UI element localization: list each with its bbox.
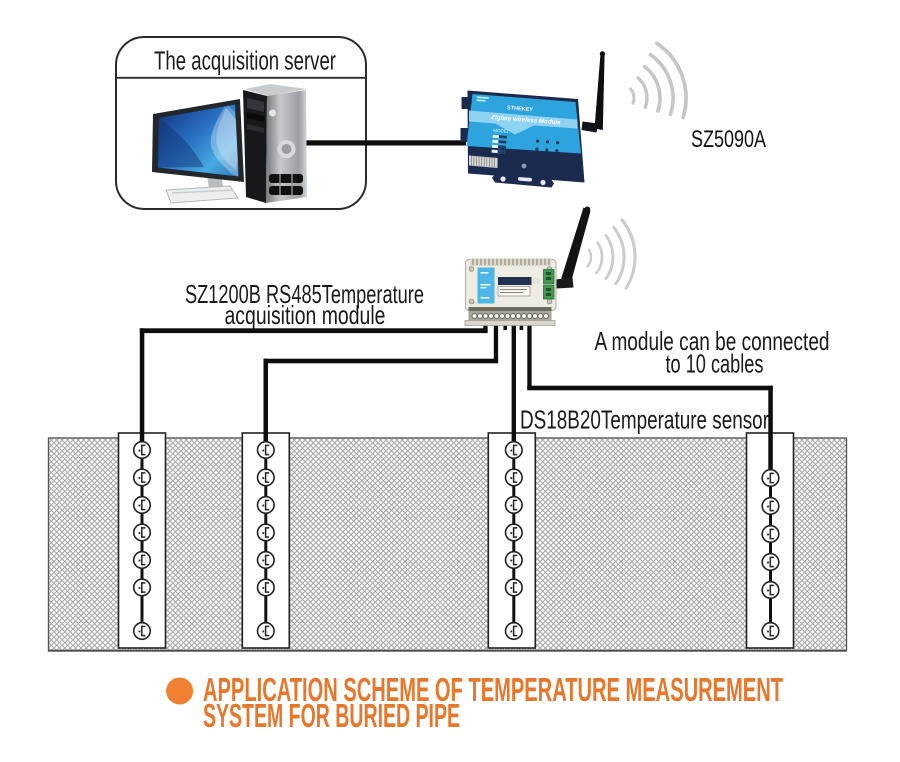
svg-text:DS18B20Temperature sensor: DS18B20Temperature sensor: [520, 405, 769, 435]
svg-text:APPLICATION SCHEME OF TEMPERAT: APPLICATION SCHEME OF TEMPERATURE MEASUR…: [203, 672, 783, 709]
svg-text:SYSTEM FOR BURIED PIPE: SYSTEM FOR BURIED PIPE: [203, 698, 460, 735]
svg-text:The acquisition server: The acquisition server: [154, 48, 336, 76]
svg-text:SZ1200B RS485Temperature: SZ1200B RS485Temperature: [185, 279, 424, 309]
svg-text:to 10 cables: to 10 cables: [666, 349, 764, 379]
svg-text:A module can be connected: A module can be connected: [595, 326, 830, 356]
svg-text:acquisition module: acquisition module: [225, 300, 386, 330]
svg-text:STHEKEY: STHEKEY: [507, 105, 534, 113]
svg-text:SZ5090A: SZ5090A: [691, 126, 766, 153]
svg-text:MODEL: MODEL: [493, 128, 510, 134]
